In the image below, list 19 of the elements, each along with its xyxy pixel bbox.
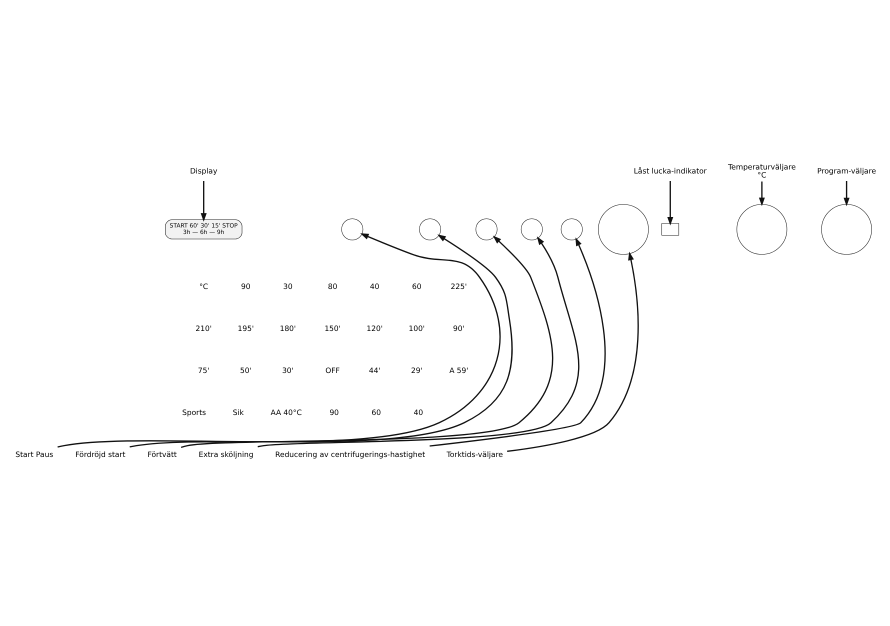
node-circle [736,204,787,255]
arrow [129,234,512,448]
node-circle [475,218,497,240]
arrow [843,181,850,206]
node-circle [520,218,542,240]
node-circle [820,204,872,255]
arrow [180,236,553,448]
node-box [660,223,679,236]
arrow [56,233,500,448]
arrow [257,236,579,448]
node-circle [560,218,582,240]
arrow [666,181,673,226]
arrow [506,252,638,452]
node-circle [340,218,363,240]
node-circle [598,204,648,255]
arrow [758,182,764,206]
arrow [200,181,206,222]
node-circle [418,218,440,240]
arrow [429,237,606,447]
